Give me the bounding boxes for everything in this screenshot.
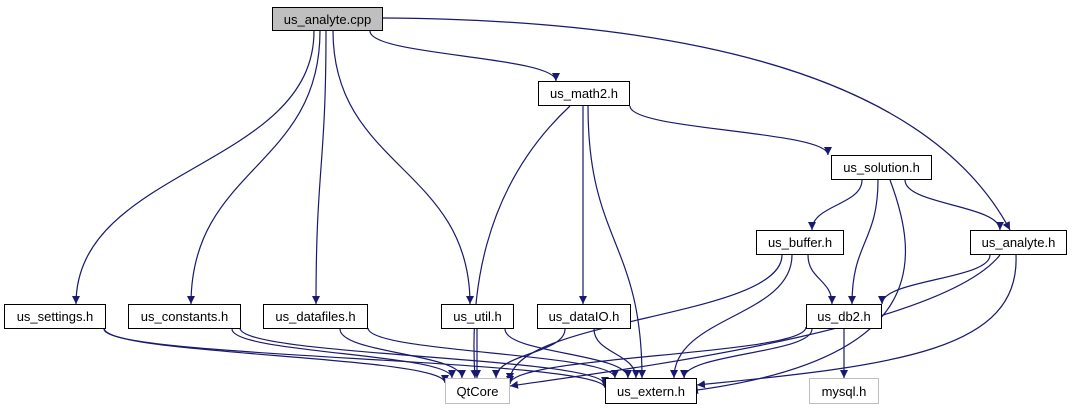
node-label: us_db2.h: [817, 309, 871, 324]
node-us-math2-h[interactable]: us_math2.h: [538, 81, 630, 106]
edge-us-analyte-cpp-to-us-util-h: [332, 30, 474, 305]
edge-us-buffer-h-to-us-db2-h: [807, 254, 836, 305]
node-label: us_analyte.cpp: [283, 11, 372, 27]
edge-us-datafiles-h-to-qtcore: [339, 328, 466, 379]
node-us-util-h[interactable]: us_util.h: [441, 304, 514, 329]
edge-us-buffer-h-to-qtcore: [506, 254, 783, 382]
edge-us-util-h-to-us-extern-h: [504, 328, 632, 379]
edge-us-dataio-h-to-us-extern-h: [593, 328, 640, 379]
edge-us-solution-h-to-us-buffer-h: [808, 179, 863, 231]
node-label: us_dataIO.h: [548, 309, 620, 324]
edge-us-analyte-cpp-to-us-datafiles-h: [312, 30, 327, 305]
edge-us-buffer-h-to-us-extern-h: [670, 254, 793, 379]
edge-us-db2-h-to-qtcore: [506, 326, 807, 385]
node-us-solution-h[interactable]: us_solution.h: [831, 155, 932, 180]
node-label: us_analyte.h: [981, 235, 1056, 250]
node-us-settings-h[interactable]: us_settings.h: [4, 304, 106, 329]
node-label: us_datafiles.h: [275, 309, 356, 324]
edge-us-solution-h-to-us-db2-h: [848, 179, 879, 305]
edge-us-settings-h-to-qtcore: [103, 327, 449, 384]
node-us-datafiles-h[interactable]: us_datafiles.h: [263, 304, 368, 329]
edge-us-solution-h-to-us-extern-h: [689, 179, 907, 394]
node-label: us_constants.h: [140, 309, 229, 324]
node-us-analyte-h[interactable]: us_analyte.h: [970, 230, 1067, 255]
node-us-buffer-h[interactable]: us_buffer.h: [756, 230, 844, 255]
edge-us-analyte-cpp-to-us-constants-h: [187, 30, 321, 305]
node-us-analyte-cpp[interactable]: us_analyte.cpp: [272, 7, 383, 31]
edge-us-analyte-cpp-to-us-settings-h: [72, 30, 315, 305]
node-us-constants-h[interactable]: us_constants.h: [128, 304, 241, 329]
node-label: us_solution.h: [843, 160, 920, 175]
node-mysql-h: mysql.h: [809, 378, 879, 404]
node-label: us_extern.h: [617, 383, 685, 399]
edge-us-analyte-cpp-to-us-math2-h: [369, 30, 560, 82]
edge-us-analyte-h-to-us-db2-h: [878, 254, 991, 305]
node-label: us_buffer.h: [767, 235, 833, 250]
edge-us-constants-h-to-qtcore: [231, 328, 456, 379]
edge-us-analyte-cpp-to-us-analyte-h: [382, 17, 1011, 231]
edge-us-datafiles-h-to-us-extern-h: [367, 327, 619, 379]
edge-us-dataio-h-to-qtcore: [492, 328, 566, 379]
edge-us-math2-h-to-us-solution-h: [629, 105, 832, 156]
node-us-db2-h[interactable]: us_db2.h: [806, 304, 882, 329]
node-label: us_settings.h: [16, 309, 94, 324]
edge-us-settings-h-to-us-extern-h: [103, 328, 609, 389]
edge-us-analyte-h-to-us-extern-h: [696, 254, 1017, 389]
node-label: QtCore: [456, 383, 499, 399]
edge-us-math2-h-to-qtcore: [470, 105, 571, 379]
edge-us-math2-h-to-us-extern-h: [587, 105, 646, 379]
node-label: mysql.h: [821, 383, 867, 399]
node-qtcore: QtCore: [445, 378, 510, 404]
node-us-dataio-h[interactable]: us_dataIO.h: [537, 304, 631, 329]
edge-us-analyte-h-to-qtcore: [509, 254, 1001, 389]
edge-us-constants-h-to-us-extern-h: [239, 327, 609, 386]
edge-us-db2-h-to-us-extern-h: [680, 328, 813, 379]
node-us-extern-h[interactable]: us_extern.h: [605, 378, 697, 404]
node-label: us_util.h: [453, 309, 502, 324]
node-label: us_math2.h: [550, 86, 618, 101]
edge-us-solution-h-to-us-analyte-h: [904, 179, 1004, 231]
